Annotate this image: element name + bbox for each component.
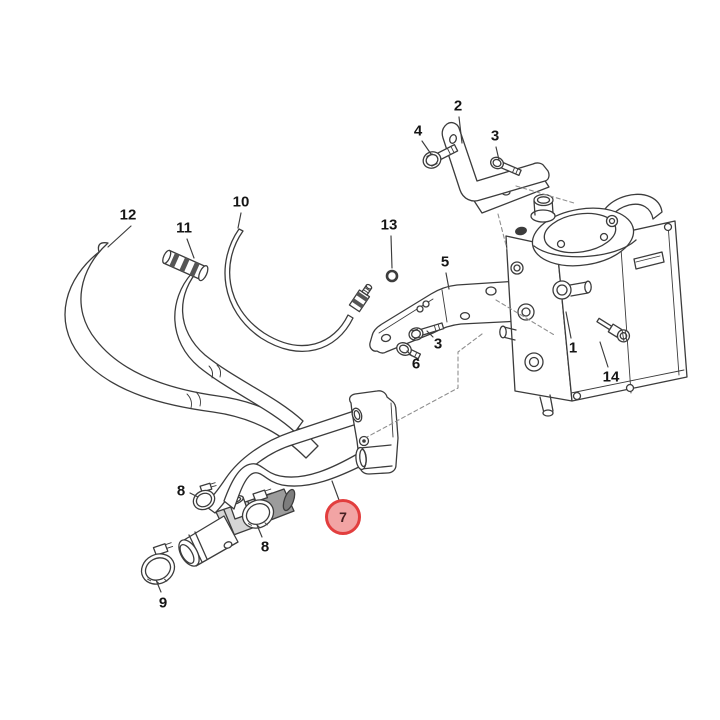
callout-part-9[interactable]: 9 [158, 594, 168, 612]
leader-line-part-13 [390, 235, 393, 269]
part-7-hose-assembly-drawing [178, 390, 399, 567]
leader-line-part-7 [331, 480, 340, 501]
leader-line-part-5 [445, 272, 450, 290]
part-10-tube-drawing [224, 228, 373, 352]
part-1-pump-assembly-drawing [499, 193, 688, 417]
callout-part-5[interactable]: 5 [440, 253, 450, 271]
leader-line-part-8 [256, 524, 263, 538]
leader-line-part-3 [495, 146, 500, 161]
callout-part-4[interactable]: 4 [413, 122, 423, 140]
part-3-bolt-upper-drawing [489, 156, 522, 176]
part-14-fitting-drawing [596, 317, 631, 343]
part-11-hose-drawing [162, 249, 304, 433]
callout-part-6[interactable]: 6 [411, 355, 421, 373]
part-2-bracket-drawing [441, 121, 550, 214]
hose-break-marks [186, 364, 222, 409]
callout-part-1[interactable]: 1 [568, 339, 578, 357]
callout-part-3[interactable]: 3 [433, 335, 443, 353]
callout-part-7-highlighted[interactable]: 7 [325, 499, 361, 535]
leader-line-part-2 [458, 116, 463, 144]
part-13-oring-drawing [385, 269, 399, 283]
callout-part-13[interactable]: 13 [380, 216, 398, 234]
callout-part-3[interactable]: 3 [490, 127, 500, 145]
leader-line-part-3 [426, 330, 434, 338]
leader-line-part-6 [406, 350, 413, 357]
leader-line-part-9 [155, 579, 162, 593]
callout-part-2[interactable]: 2 [453, 97, 463, 115]
callout-part-12[interactable]: 12 [119, 206, 137, 224]
callout-part-8[interactable]: 8 [176, 482, 186, 500]
callout-part-11[interactable]: 11 [176, 219, 192, 237]
assembly-dashed-lines [366, 185, 575, 438]
leader-line-part-4 [421, 140, 432, 155]
part-5-bracket-drawing [369, 280, 531, 354]
part-9-clamp-drawing [140, 542, 176, 585]
leader-line-part-10 [237, 212, 242, 229]
callout-part-10[interactable]: 10 [232, 193, 250, 211]
callout-leader-lines [107, 116, 609, 593]
leader-line-part-8 [189, 492, 199, 498]
leader-line-part-14 [599, 341, 609, 368]
leader-line-part-12 [107, 225, 132, 248]
callout-part-8[interactable]: 8 [260, 538, 270, 556]
callout-part-14[interactable]: 14 [602, 368, 620, 386]
part-8-clamp-upper-drawing [192, 482, 217, 511]
leader-line-part-11 [186, 238, 195, 259]
part-3-bolt-middle-drawing [408, 322, 445, 341]
leader-line-part-1 [565, 311, 572, 339]
part-8-clamp-lower-drawing [241, 488, 275, 529]
